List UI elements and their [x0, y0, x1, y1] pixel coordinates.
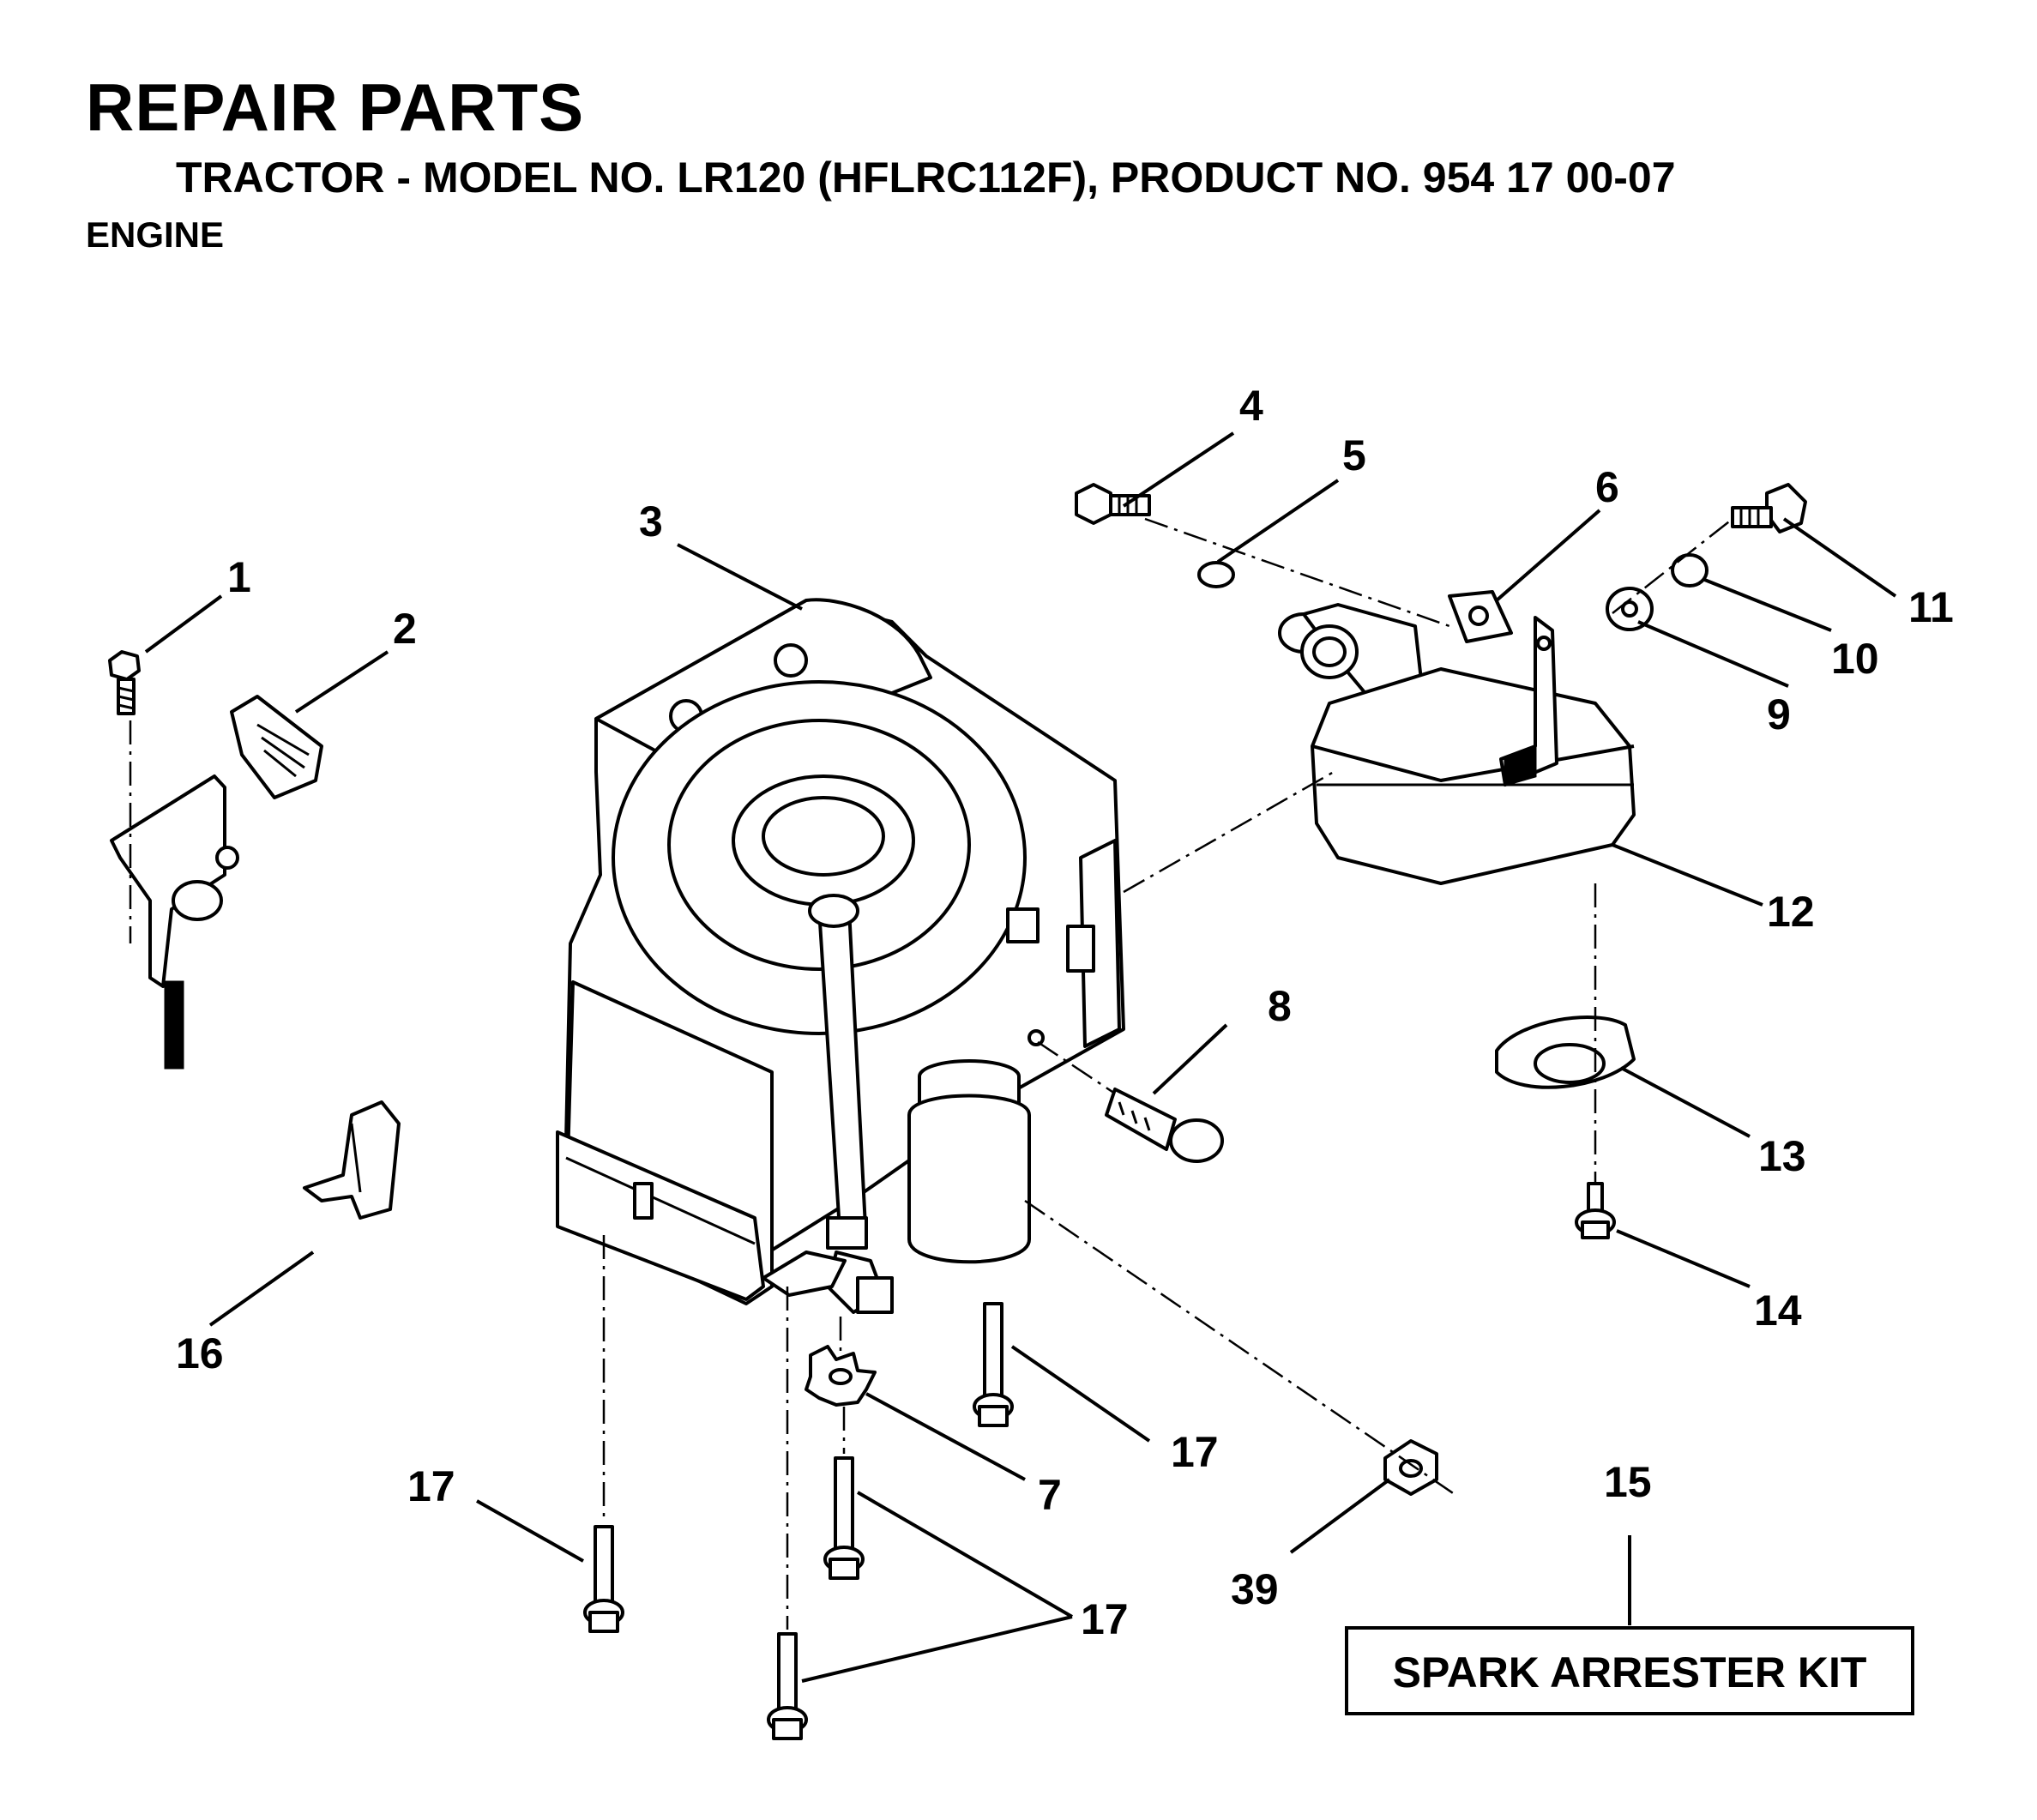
callout-8: 8	[1268, 982, 1292, 1030]
page-title: REPAIR PARTS	[86, 69, 585, 145]
part-12-muffler	[1311, 616, 1636, 885]
part-10-washer	[1671, 553, 1709, 588]
callout-10: 10	[1831, 635, 1879, 683]
callout-11: 11	[1908, 583, 1954, 631]
part-11-bolt	[1731, 483, 1807, 533]
part-9-washer-hole	[1621, 600, 1638, 618]
callout-7: 7	[1038, 1471, 1062, 1519]
callout-14: 14	[1754, 1287, 1802, 1335]
part-17-bolt-c	[583, 1525, 624, 1633]
part-6-gasket	[1448, 590, 1513, 643]
callout-16: 16	[176, 1329, 224, 1377]
spark-arrester-kit-label: SPARK ARRESTER KIT	[1393, 1648, 1867, 1696]
part-17-bolt-a	[973, 1302, 1014, 1427]
part-7-lock-washer	[805, 1345, 877, 1407]
part-4-bolt	[1075, 483, 1151, 525]
callout-39: 39	[1231, 1565, 1279, 1613]
part-2-throttle-bracket	[110, 695, 323, 1070]
callout-17-a: 17	[1171, 1428, 1219, 1476]
part-17-bolt-d	[767, 1632, 808, 1740]
part-5-washer	[1197, 561, 1235, 588]
callout-4: 4	[1239, 382, 1263, 430]
section-label: ENGINE	[86, 214, 225, 255]
callout-13: 13	[1758, 1132, 1806, 1180]
part-39-nut	[1383, 1439, 1438, 1496]
callout-9: 9	[1767, 690, 1791, 738]
leader-lines	[144, 431, 1897, 1683]
part-14-screw	[1575, 1182, 1616, 1239]
spark-arrester-kit-box: SPARK ARRESTER KIT	[1345, 1626, 1914, 1715]
callout-17-c: 17	[1081, 1595, 1129, 1643]
callout-6: 6	[1595, 463, 1619, 511]
part-1-bolt	[108, 650, 141, 715]
callout-17-b: 17	[407, 1462, 455, 1510]
alignment-lines	[602, 517, 1733, 1630]
callout-5: 5	[1342, 431, 1366, 479]
callout-1: 1	[227, 553, 251, 601]
part-16-clip	[303, 1100, 401, 1220]
part-17-bolt-b	[823, 1456, 865, 1580]
callout-3: 3	[639, 497, 663, 545]
part-3-engine	[556, 598, 1125, 1314]
callout-12: 12	[1767, 888, 1815, 936]
part-13-spark-screen	[1495, 1015, 1636, 1089]
callout-2: 2	[393, 605, 417, 653]
part-8-bolt	[1105, 1088, 1224, 1163]
callout-15: 15	[1604, 1458, 1652, 1506]
model-subtitle: TRACTOR - MODEL NO. LR120 (HFLRC112F), P…	[176, 154, 1676, 202]
